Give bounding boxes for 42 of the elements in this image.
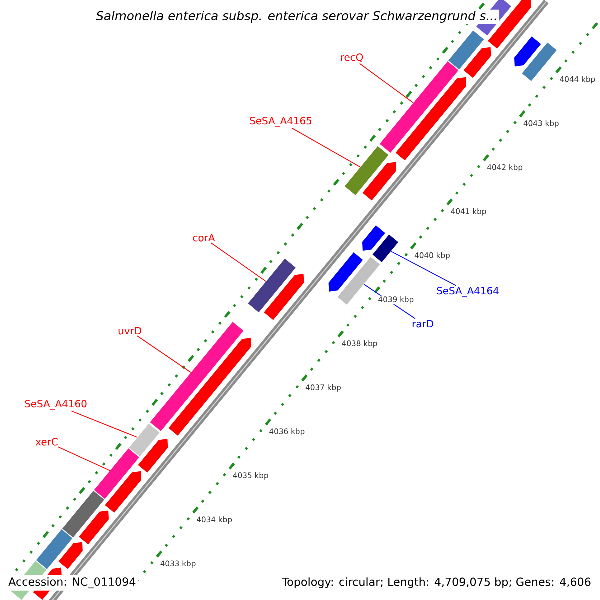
gene-label: rarD: [412, 320, 434, 328]
gene-label: corA: [193, 234, 216, 242]
gene-feature: [248, 258, 296, 313]
gene-feature: [105, 471, 142, 513]
genome-summary-label: Topology: circular; Length: 4,709,075 bp; Genes: 4,606: [280, 575, 594, 591]
gene-feature: [168, 338, 252, 436]
gene-label: uvrD: [118, 327, 142, 335]
gene-feature: [94, 448, 140, 500]
gene-label: xerC: [36, 438, 58, 446]
gene-feature: [338, 257, 380, 305]
leader-line: [359, 63, 414, 104]
gene-feature: [138, 439, 168, 473]
leader-line: [137, 336, 192, 374]
gene-feature: [522, 42, 557, 82]
gene-feature: [396, 77, 466, 161]
leader-line: [390, 251, 457, 286]
gene-feature: [448, 30, 484, 70]
gene-feature: [129, 424, 160, 457]
gene-feature: [362, 226, 386, 251]
gene-label: recQ: [341, 54, 364, 62]
gene-feature: [36, 530, 73, 570]
leader-line: [71, 410, 138, 438]
gene-feature: [464, 47, 492, 78]
gene-label: SeSA_A4165: [250, 117, 312, 127]
accession-label: Accession: NC_011094: [6, 575, 139, 591]
leader-line: [210, 242, 267, 282]
title: Salmonella enterica subsp. enterica serovar Schwarzengrund s...: [95, 10, 500, 24]
gene-label: SeSA_A4164: [437, 287, 499, 297]
leader-line: [292, 128, 361, 168]
gene-feature: [514, 36, 542, 67]
gene-feature: [380, 62, 459, 153]
gene-feature: [62, 491, 104, 538]
gene-feature: [79, 510, 109, 545]
gene-feature: [372, 234, 399, 262]
gene-feature: [264, 274, 304, 320]
gene-feature: [328, 252, 364, 292]
gene-feature: [58, 542, 83, 570]
gene-feature: [362, 162, 396, 201]
gene-feature: [344, 146, 389, 196]
gene-label: SeSA_A4160: [25, 400, 87, 410]
gene-feature: [150, 322, 244, 432]
leader-line: [58, 446, 110, 472]
